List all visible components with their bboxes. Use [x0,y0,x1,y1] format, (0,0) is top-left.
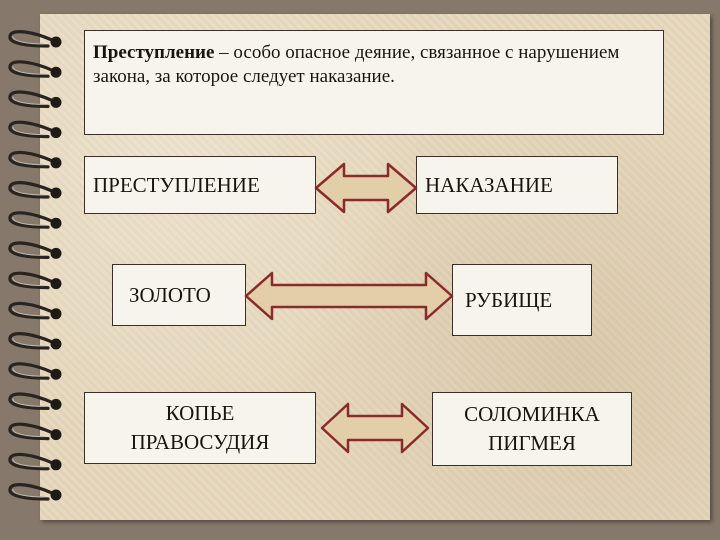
rags-label: РУБИЩЕ [465,287,553,312]
binding-ring [8,30,54,48]
binding-hole [50,157,62,169]
binding-ring [8,120,54,139]
binding-ring [8,422,54,441]
binding-ring [8,271,54,290]
crime-box: ПРЕСТУПЛЕНИЕ [84,156,316,214]
straw-box: СОЛОМИНКА ПИГМЕЯ [432,392,632,466]
binding-hole [50,429,62,441]
binding-hole [50,489,62,501]
binding-hole [50,217,62,229]
binding-hole [50,308,62,320]
binding-hole [50,398,62,410]
binding-ring [8,90,54,108]
binding-ring [8,60,54,78]
binding-hole [50,66,62,78]
binding-hole [50,96,62,108]
binding-ring [8,483,54,501]
binding-hole [50,187,62,199]
binding-hole [50,338,62,350]
binding-ring [8,181,54,199]
definition-text: – особо опасное деяние, связанное с нару… [93,42,620,87]
rags-box: РУБИЩЕ [452,264,592,336]
double-arrow-1 [314,162,418,214]
binding-hole [50,247,62,259]
double-arrow-2 [244,271,454,321]
binding-ring [8,392,54,410]
spear-box: КОПЬЕ ПРАВОСУДИЯ [84,392,316,464]
binding-ring [8,150,54,169]
definition-term: Преступление [93,42,215,63]
straw-label: СОЛОМИНКА ПИГМЕЯ [464,402,600,455]
binding-ring [8,211,54,229]
definition-box: Преступление – особо опасное деяние, свя… [84,30,664,135]
binding-ring [8,362,54,380]
gold-box: ЗОЛОТО [112,264,246,326]
gold-label: ЗОЛОТО [129,282,211,307]
punishment-box: НАКАЗАНИЕ [416,156,618,214]
binding-hole [50,368,62,380]
binding-ring [8,241,54,259]
binding-hole [50,278,62,290]
binding-hole [50,127,62,139]
binding-hole [50,36,62,48]
double-arrow-3 [320,402,430,454]
punishment-label: НАКАЗАНИЕ [425,172,553,197]
spiral-binding [8,30,62,501]
binding-ring [8,332,54,350]
crime-label: ПРЕСТУПЛЕНИЕ [93,172,260,197]
binding-hole [50,459,62,471]
binding-ring [8,301,54,320]
spear-label: КОПЬЕ ПРАВОСУДИЯ [130,401,270,454]
binding-ring [8,452,54,471]
